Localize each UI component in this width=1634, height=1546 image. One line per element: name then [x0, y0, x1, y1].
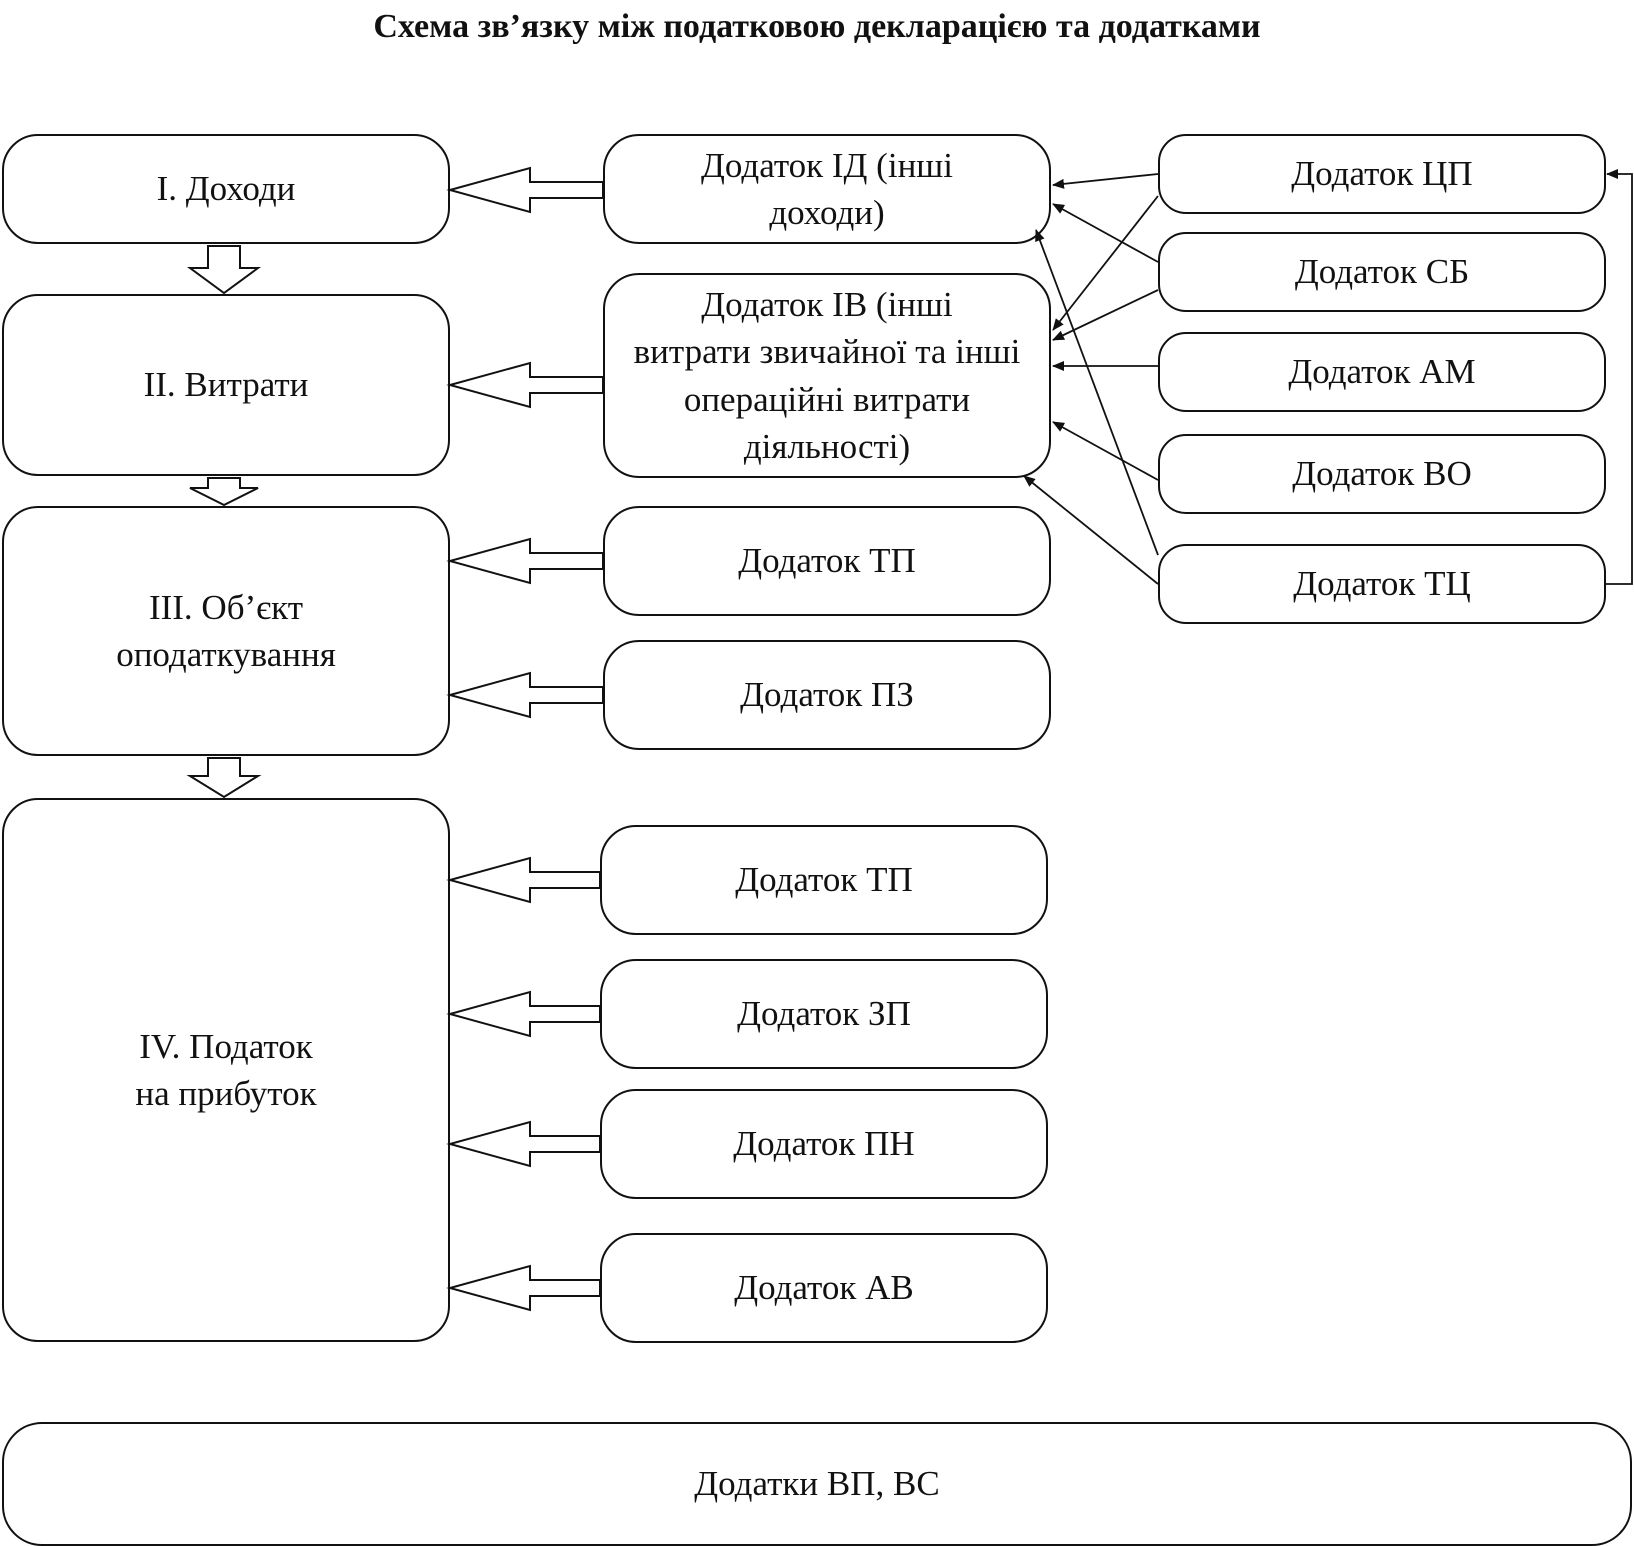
line-tsp-to-iv — [1052, 195, 1159, 331]
line-tts-to-tsp-loop — [1606, 169, 1633, 585]
appendix-sb: Додаток СБ — [1158, 232, 1606, 312]
block-arrow-tp1-to-object — [446, 537, 604, 585]
section-income: I. Доходи — [2, 134, 450, 244]
appendix-am-label: Додаток АМ — [1288, 352, 1476, 392]
line-sb-to-iv — [1052, 289, 1159, 341]
block-arrow-tp2-to-tax — [446, 856, 601, 904]
footer-appendices-label: Додатки ВП, ВС — [694, 1464, 940, 1504]
appendix-tsp-label: Додаток ЦП — [1291, 154, 1473, 194]
down-arrow-object-to-tax — [186, 757, 262, 799]
section-taxable-object-label: III. Об’єкт оподаткування — [116, 587, 336, 674]
appendix-am: Додаток АМ — [1158, 332, 1606, 412]
line-sb-to-id — [1052, 203, 1159, 263]
appendix-pn-label: Додаток ПН — [733, 1124, 915, 1164]
section-expenses: II. Витрати — [2, 294, 450, 476]
appendix-tts-label: Додаток ТЦ — [1293, 564, 1471, 604]
appendix-tp-2-label: Додаток ТП — [735, 860, 913, 900]
appendix-vo: Додаток ВО — [1158, 434, 1606, 514]
block-arrow-id-to-income — [446, 166, 604, 214]
appendix-id: Додаток ІД (інші доходи) — [603, 134, 1051, 244]
appendix-pz-label: Додаток ПЗ — [740, 675, 914, 715]
appendix-tp-1-label: Додаток ТП — [738, 541, 916, 581]
block-arrow-iv-to-expenses — [446, 361, 604, 409]
appendix-av: Додаток АВ — [600, 1233, 1048, 1343]
appendix-zp-label: Додаток ЗП — [737, 994, 911, 1034]
block-arrow-zp-to-tax — [446, 990, 601, 1038]
footer-appendices-box: Додатки ВП, ВС — [2, 1422, 1632, 1546]
section-income-label: I. Доходи — [156, 169, 296, 209]
section-taxable-object: III. Об’єкт оподаткування — [2, 506, 450, 756]
section-profit-tax: IV. Податок на прибуток — [2, 798, 450, 1342]
line-tts-to-iv — [1023, 475, 1159, 585]
appendix-pz: Додаток ПЗ — [603, 640, 1051, 750]
down-arrow-income-to-expenses — [186, 245, 262, 295]
appendix-iv-label: Додаток ІВ (інші витрати звичайної та ін… — [633, 285, 1021, 466]
appendix-tp-2: Додаток ТП — [600, 825, 1048, 935]
block-arrow-pz-to-object — [446, 671, 604, 719]
appendix-av-label: Додаток АВ — [734, 1268, 914, 1308]
appendix-tts: Додаток ТЦ — [1158, 544, 1606, 624]
section-profit-tax-label: IV. Податок на прибуток — [135, 1026, 317, 1113]
appendix-vo-label: Додаток ВО — [1292, 454, 1472, 494]
appendix-iv: Додаток ІВ (інші витрати звичайної та ін… — [603, 273, 1051, 478]
line-tsp-to-id — [1052, 173, 1159, 189]
appendix-pn: Додаток ПН — [600, 1089, 1048, 1199]
line-tts-to-id — [1035, 229, 1159, 556]
appendix-tp-1: Додаток ТП — [603, 506, 1051, 616]
appendix-tsp: Додаток ЦП — [1158, 134, 1606, 214]
line-vo-to-iv — [1052, 421, 1159, 481]
appendix-sb-label: Додаток СБ — [1294, 252, 1470, 292]
block-arrow-av-to-tax — [446, 1264, 601, 1312]
section-expenses-label: II. Витрати — [143, 365, 309, 405]
diagram-title: Схема зв’язку між податковою декларацією… — [373, 8, 1261, 45]
appendix-id-label: Додаток ІД (інші доходи) — [701, 145, 953, 232]
down-arrow-expenses-to-object — [189, 477, 259, 507]
block-arrow-pn-to-tax — [446, 1120, 601, 1168]
